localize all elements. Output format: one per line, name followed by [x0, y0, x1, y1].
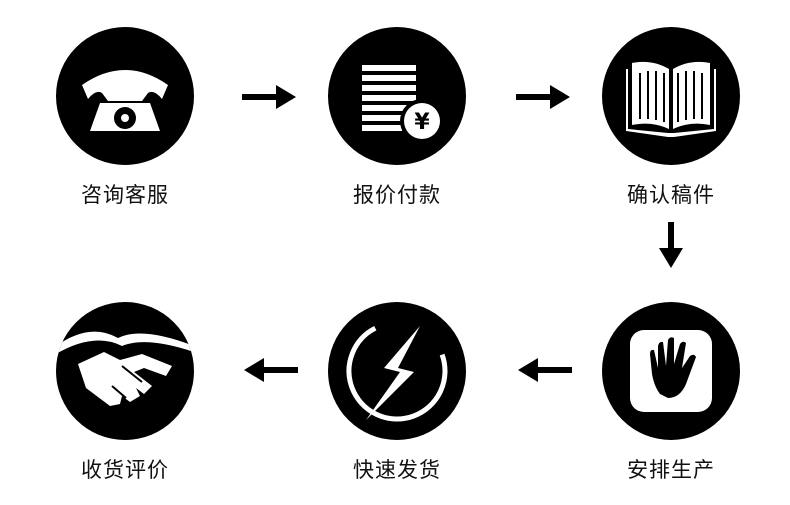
step-receive-review-circle [56, 302, 194, 440]
step-label: 收货评价 [81, 458, 169, 482]
step-fast-shipping: 快速发货 [322, 302, 472, 484]
arrow-right-icon [516, 85, 570, 109]
step-arrange-production: 安排生产 [596, 302, 746, 484]
currency-symbol: ¥ [414, 110, 430, 135]
arrow-right-icon [242, 85, 296, 109]
arrow-down-icon [659, 222, 683, 268]
step-consult: 咨询客服 [50, 27, 200, 209]
step-confirm-draft-circle [602, 27, 740, 165]
step-label: 咨询客服 [81, 183, 169, 207]
step-label: 安排生产 [627, 458, 715, 482]
hand-icon [630, 330, 712, 412]
step-confirm-draft: 确认稿件 [596, 27, 746, 209]
open-book-icon [626, 61, 716, 137]
step-label: 报价付款 [353, 183, 441, 207]
step-fast-shipping-circle [328, 302, 466, 440]
step-label: 快速发货 [353, 458, 441, 482]
arrow-left-icon [518, 358, 572, 382]
step-consult-circle [56, 27, 194, 165]
lightning-icon [346, 320, 448, 422]
telephone-icon [82, 70, 168, 131]
step-label: 确认稿件 [627, 183, 715, 207]
step-arrange-production-circle [602, 302, 740, 440]
step-quote-payment-circle: ¥ [328, 27, 466, 165]
arrow-left-icon [244, 358, 298, 382]
price-payment-icon: ¥ [362, 65, 444, 143]
handshake-icon [56, 331, 194, 406]
step-quote-payment: ¥ 报价付款 [322, 27, 472, 209]
step-receive-review: 收货评价 [50, 302, 200, 484]
